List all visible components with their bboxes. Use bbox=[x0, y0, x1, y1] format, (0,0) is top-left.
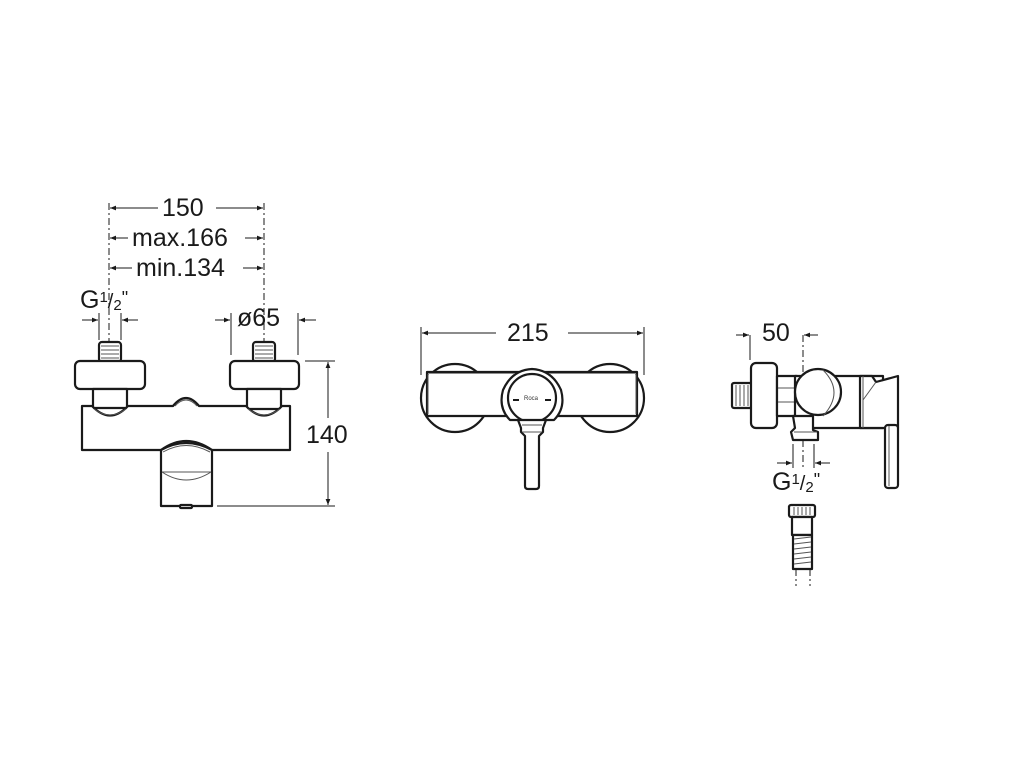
dim-centers-150: 150 bbox=[160, 194, 206, 222]
thread-fraction-slash: / bbox=[799, 473, 806, 495]
dim-inlet-thread-left: G1/2" bbox=[80, 286, 129, 314]
thread-fraction-num: 1 bbox=[99, 289, 108, 306]
dim-min-134: min.134 bbox=[134, 254, 227, 282]
thread-fraction-num: 1 bbox=[791, 471, 800, 488]
dim-flange-diameter: ø65 bbox=[237, 304, 281, 332]
dim-depth-50: 50 bbox=[762, 319, 790, 347]
thread-prefix: G bbox=[80, 286, 100, 314]
thread-prefix: G bbox=[772, 468, 792, 496]
thread-unit: " bbox=[813, 470, 821, 490]
thread-fraction-den: 2 bbox=[113, 297, 122, 314]
right-side-view bbox=[730, 332, 900, 586]
thread-fraction-den: 2 bbox=[805, 479, 814, 496]
dim-max-166: max.166 bbox=[130, 224, 230, 252]
dim-width-215: 215 bbox=[504, 321, 552, 346]
thread-unit: " bbox=[121, 288, 129, 308]
dim-height-140: 140 bbox=[306, 421, 348, 449]
brand-logo: Roca bbox=[524, 396, 539, 402]
thread-fraction-slash: / bbox=[107, 291, 114, 313]
dim-outlet-thread-right: G1/2" bbox=[772, 468, 821, 496]
center-front-view bbox=[419, 327, 646, 491]
left-front-view bbox=[73, 203, 335, 510]
